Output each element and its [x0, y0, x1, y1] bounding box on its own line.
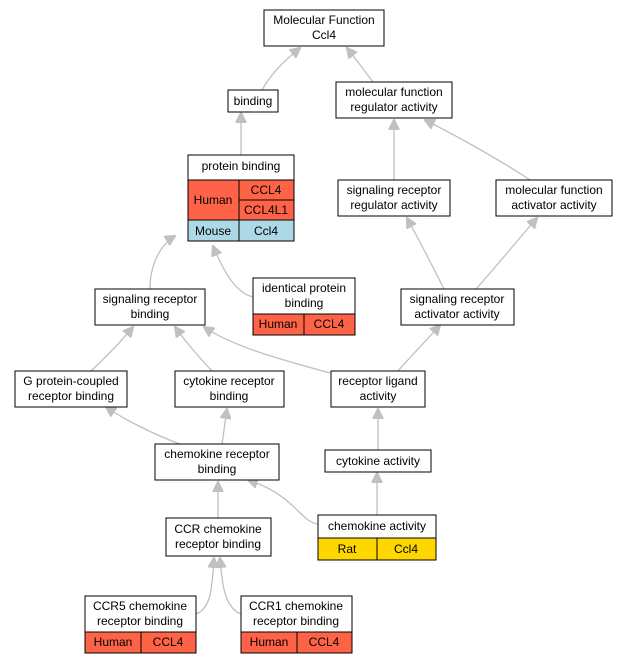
node-label: receptor ligand: [338, 374, 417, 388]
gene-label: CCL4: [309, 635, 340, 649]
node-label: cytokine activity: [336, 454, 420, 468]
edge-identical-protein: [213, 246, 254, 298]
edge-ligand-sigrecbind: [204, 327, 331, 374]
edge-ccr5-ccr: [195, 558, 214, 615]
gene-label: CCL4L1: [244, 203, 288, 217]
node-chemokine-activity[interactable]: chemokine activity Rat Ccl4: [317, 514, 437, 561]
node-label: Molecular Function: [273, 13, 374, 27]
node-label: binding: [285, 296, 324, 310]
edge-chemorec-cytorec: [222, 409, 227, 445]
edge-cytorec-sigrecbind: [175, 327, 213, 372]
species-label: Human: [94, 635, 133, 649]
node-label: signaling receptor: [410, 292, 505, 306]
node-label: regulator activity: [350, 100, 437, 114]
gene-cell: [303, 313, 356, 336]
node-label: chemokine activity: [328, 519, 426, 533]
node-label: CCR chemokine: [174, 522, 262, 536]
gene-cell: [296, 631, 353, 654]
node-label: activator activity: [414, 307, 499, 321]
node-label: binding: [131, 307, 170, 321]
gene-label: Ccl4: [254, 224, 278, 238]
node-label: CCR1 chemokine: [249, 599, 343, 613]
species-label: Human: [250, 635, 289, 649]
edge-mfreg-root: [347, 48, 374, 83]
edge-gpcr-sigrecbind: [90, 327, 133, 372]
node-label: receptor binding: [28, 389, 114, 403]
node-cytokine-receptor-binding[interactable]: cytokine receptor binding: [174, 370, 285, 408]
node-protein-binding[interactable]: protein binding Human CCL4 CCL4L1 Mouse …: [187, 154, 295, 242]
species-cell-human: [187, 179, 240, 221]
edge-chemorec-gpcr: [106, 407, 181, 445]
edge-chemoact-chemorec: [248, 480, 319, 525]
node-label: cytokine receptor: [183, 374, 274, 388]
edge-mfact-mfreg: [425, 120, 531, 181]
node-label: activity: [360, 389, 397, 403]
node-label: receptor binding: [97, 614, 183, 628]
node-signaling-receptor-regulator-activity[interactable]: signaling receptor regulator activity: [337, 179, 451, 217]
node-label: identical protein: [262, 281, 346, 295]
gene-cell: [376, 537, 437, 561]
node-ccr1-chemokine-receptor-binding[interactable]: CCR1 chemokine receptor binding Human CC…: [240, 595, 353, 654]
gene-label: CCL4: [251, 183, 282, 197]
gene-label: CCL4: [314, 317, 345, 331]
species-label: Human: [259, 317, 298, 331]
edge-ccr1-ccr: [220, 558, 242, 615]
node-label: receptor binding: [253, 614, 339, 628]
species-label: Human: [194, 193, 233, 207]
edge-sigrecbind-protein: [149, 236, 175, 290]
node-label: chemokine receptor: [164, 447, 269, 461]
node-identical-protein-binding[interactable]: identical protein binding Human CCL4: [252, 277, 356, 336]
node-label: receptor binding: [175, 537, 261, 551]
gene-label: CCL4: [153, 635, 184, 649]
node-label: regulator activity: [350, 198, 437, 212]
node-signaling-receptor-binding[interactable]: signaling receptor binding: [94, 288, 206, 326]
node-label: G protein-coupled: [23, 374, 118, 388]
node-mf-activator-activity[interactable]: molecular function activator activity: [495, 179, 613, 217]
node-label: protein binding: [202, 159, 281, 173]
node-label: signaling receptor: [347, 183, 442, 197]
gene-label: Ccl4: [394, 542, 418, 556]
node-mf-regulator-activity[interactable]: molecular function regulator activity: [335, 81, 453, 119]
node-signaling-receptor-activator-activity[interactable]: signaling receptor activator activity: [400, 288, 515, 326]
edge-sigact-mfact: [475, 218, 537, 290]
node-cytokine-activity[interactable]: cytokine activity: [324, 449, 432, 473]
node-molecular-function[interactable]: Molecular Function Ccl4: [263, 9, 385, 47]
node-label: binding: [234, 94, 273, 108]
edge-sigact-sigreg: [407, 218, 445, 290]
node-chemokine-receptor-binding[interactable]: chemokine receptor binding: [154, 443, 280, 481]
node-label: molecular function: [345, 85, 442, 99]
node-label: Ccl4: [312, 28, 336, 42]
node-ccr5-chemokine-receptor-binding[interactable]: CCR5 chemokine receptor binding Human CC…: [84, 595, 197, 654]
edge-binding-root: [261, 48, 300, 91]
gene-cell: [238, 219, 295, 242]
node-label: signaling receptor: [103, 292, 198, 306]
species-label: Mouse: [195, 224, 231, 238]
node-label: CCR5 chemokine: [93, 599, 187, 613]
node-label: activator activity: [511, 198, 596, 212]
species-label: Rat: [338, 542, 357, 556]
edges: [90, 48, 537, 615]
node-label: binding: [198, 462, 237, 476]
node-binding[interactable]: binding: [227, 89, 279, 113]
node-label: molecular function: [505, 183, 602, 197]
node-label: binding: [210, 389, 249, 403]
node-gpcr-binding[interactable]: G protein-coupled receptor binding: [14, 370, 128, 408]
node-ccr-chemokine-receptor-binding[interactable]: CCR chemokine receptor binding: [165, 517, 272, 557]
node-receptor-ligand-activity[interactable]: receptor ligand activity: [330, 370, 426, 408]
edge-ligand-sigact: [397, 325, 440, 372]
gene-cell: [140, 631, 197, 654]
